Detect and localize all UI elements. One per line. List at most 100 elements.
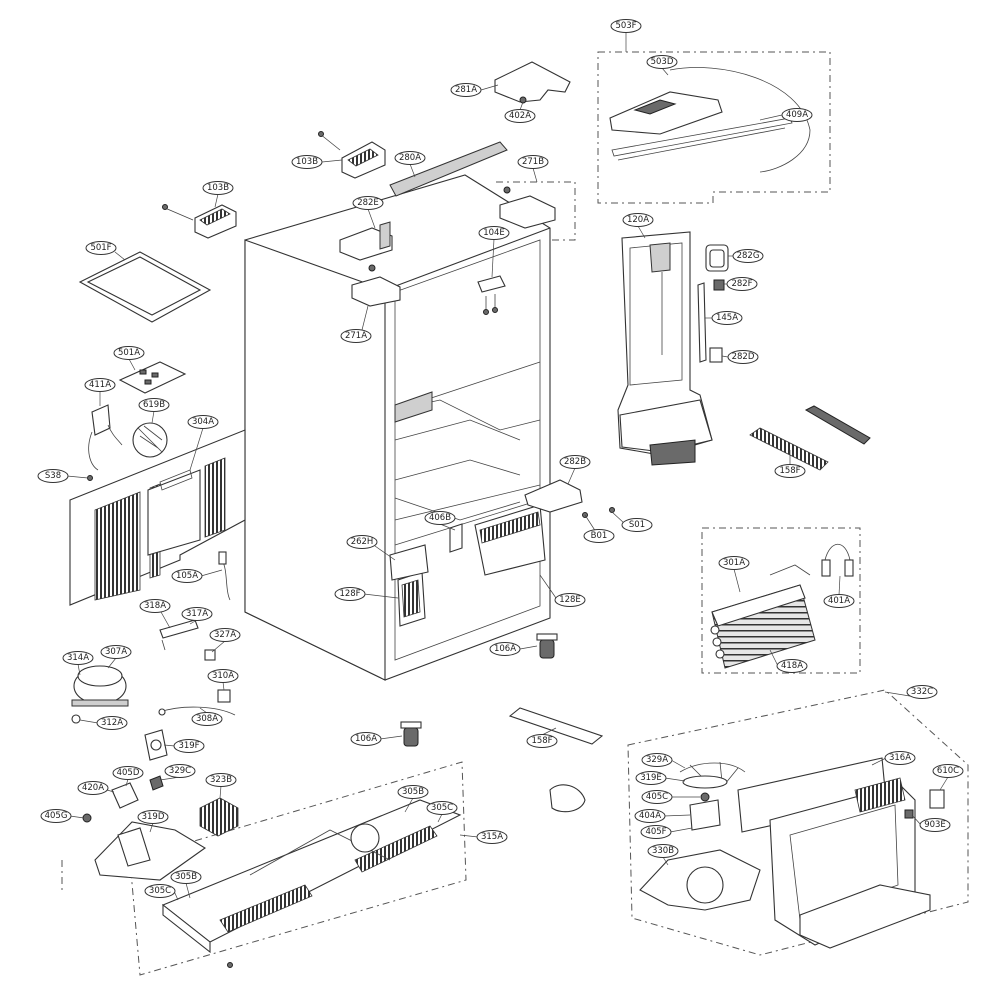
rail-145A bbox=[697, 282, 707, 363]
callout-text: 610C bbox=[937, 766, 959, 776]
callout-501a: 501A bbox=[113, 346, 145, 360]
callout-282f: 282F bbox=[726, 277, 758, 291]
callout-text: 316A bbox=[889, 753, 911, 763]
fan-motor-420A bbox=[82, 782, 139, 823]
part-318A-317A bbox=[159, 619, 199, 651]
callout-text: 319D bbox=[142, 812, 165, 822]
hinge-271B bbox=[499, 186, 556, 229]
callout-282e: 282E bbox=[352, 196, 384, 210]
callout-text: 301A bbox=[723, 558, 745, 568]
lamp-cover-503D bbox=[609, 67, 811, 173]
tray-501F bbox=[78, 251, 212, 323]
callout-103b-top: 103B bbox=[291, 155, 323, 169]
callout-329a: 329A bbox=[641, 753, 673, 767]
callout-text: 305C bbox=[149, 886, 171, 896]
group-outline-332C bbox=[627, 689, 969, 956]
leader-lines bbox=[66, 32, 949, 901]
callout-text: 319E bbox=[640, 773, 662, 783]
harness-401A bbox=[821, 543, 854, 577]
upper-hinge-282E bbox=[339, 221, 393, 261]
callout-text: 330B bbox=[652, 846, 674, 856]
callout-text: 103B bbox=[296, 157, 318, 167]
cover-332C bbox=[769, 777, 931, 949]
callout-text: S38 bbox=[45, 471, 61, 481]
part-319F bbox=[144, 729, 168, 761]
callout-305b-bottom: 305B bbox=[170, 870, 202, 884]
part-903E bbox=[904, 809, 914, 819]
bracket-319D bbox=[94, 821, 207, 881]
callout-402a: 402A bbox=[504, 109, 536, 123]
callout-405d: 405D bbox=[112, 766, 144, 780]
callout-501f: 501F bbox=[85, 241, 117, 255]
callout-text: 411A bbox=[89, 380, 111, 390]
callout-610c: 610C bbox=[932, 764, 964, 778]
clip-282D bbox=[709, 347, 723, 363]
grommet-312A bbox=[71, 714, 81, 724]
callout-text: 104E bbox=[483, 228, 505, 238]
callout-text: 280A bbox=[399, 153, 421, 163]
callout-text: 120A bbox=[627, 215, 649, 225]
foot-106A-right bbox=[536, 633, 558, 659]
callout-text: 323B bbox=[210, 775, 232, 785]
callout-409a: 409A bbox=[781, 108, 813, 122]
callout-text: 420A bbox=[82, 783, 104, 793]
callout-104e: 104E bbox=[478, 226, 510, 240]
callout-158f-bottom: 158F bbox=[526, 734, 558, 748]
part-327A bbox=[204, 649, 216, 661]
callout-305c-right: 305C bbox=[426, 801, 458, 815]
callout-106a-left: 106A bbox=[350, 732, 382, 746]
callout-310a: 310A bbox=[207, 669, 239, 683]
cord-411A bbox=[88, 404, 123, 471]
group-outline-315A bbox=[61, 761, 467, 976]
callout-text: 262H bbox=[351, 537, 374, 547]
callout-text: 332C bbox=[911, 687, 933, 697]
callout-text: 128F bbox=[339, 589, 360, 599]
callout-503d: 503D bbox=[646, 55, 678, 69]
evaporator-cover-120A bbox=[617, 231, 713, 466]
callout-327a: 327A bbox=[209, 628, 241, 642]
callout-158f-right: 158F bbox=[774, 464, 806, 478]
callout-315a: 315A bbox=[476, 830, 508, 844]
callout-128e: 128E bbox=[554, 593, 586, 607]
callout-282b: 282B bbox=[559, 455, 591, 469]
refrigerator-cabinet bbox=[244, 174, 551, 681]
gasket-282G bbox=[705, 244, 729, 272]
cover-103B-left bbox=[162, 204, 237, 239]
hinge-cover-281A bbox=[494, 61, 571, 104]
callout-305b: 305B bbox=[397, 785, 429, 799]
callout-text: 402A bbox=[509, 111, 531, 121]
callout-text: 405C bbox=[646, 792, 668, 802]
callout-text: 503D bbox=[651, 57, 674, 67]
callout-282g: 282G bbox=[732, 249, 764, 263]
callout-text: 282E bbox=[357, 198, 379, 208]
callout-text: 158F bbox=[531, 736, 552, 746]
callout-120a: 120A bbox=[622, 213, 654, 227]
callout-280a: 280A bbox=[394, 151, 426, 165]
callout-text: 128E bbox=[559, 595, 581, 605]
callout-262h: 262H bbox=[346, 535, 378, 549]
callout-271b: 271B bbox=[517, 155, 549, 169]
callout-text: 404A bbox=[639, 811, 661, 821]
callout-text: 308A bbox=[196, 714, 218, 724]
compressor-307A bbox=[71, 665, 129, 707]
callout-405g: 405G bbox=[40, 809, 72, 823]
callout-text: 282B bbox=[564, 457, 586, 467]
callout-319f: 319F bbox=[173, 739, 205, 753]
callout-text: 271A bbox=[345, 331, 367, 341]
callout-903e: 903E bbox=[919, 818, 951, 832]
callout-420a: 420A bbox=[77, 781, 109, 795]
callout-text: 106A bbox=[355, 734, 377, 744]
callout-text: S01 bbox=[629, 520, 645, 530]
duct-158F-bottom bbox=[508, 707, 604, 745]
callout-text: 305B bbox=[402, 787, 424, 797]
callout-307a: 307A bbox=[100, 645, 132, 659]
callout-s01: S01 bbox=[621, 518, 653, 532]
callout-406b: 406B bbox=[424, 511, 456, 525]
callout-318a: 318A bbox=[139, 599, 171, 613]
callout-text: 318A bbox=[144, 601, 166, 611]
callout-401a: 401A bbox=[823, 594, 855, 608]
callout-text: 281A bbox=[455, 85, 477, 95]
callout-323b: 323B bbox=[205, 773, 237, 787]
bracket-104E bbox=[477, 275, 506, 315]
